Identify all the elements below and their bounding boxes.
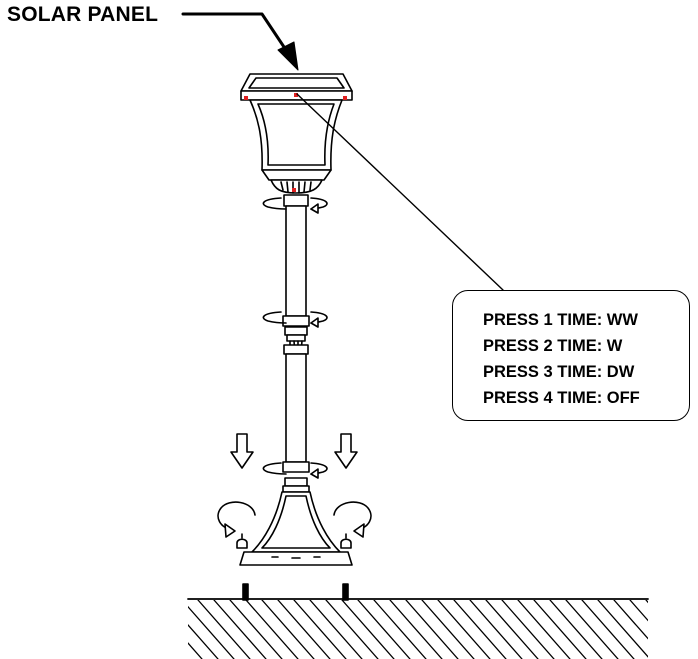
down-arrow-icon xyxy=(334,433,358,469)
hatch-line xyxy=(293,600,347,659)
rotate-arrow-icon xyxy=(333,501,372,538)
hatch-line xyxy=(245,600,299,659)
hatch-line xyxy=(662,600,698,659)
mode-callout-leader xyxy=(296,93,504,291)
lower-pole xyxy=(282,344,310,473)
hatch-line xyxy=(229,600,283,659)
down-arrow-icon xyxy=(230,433,254,469)
hatch-line xyxy=(197,600,251,659)
hatch-line xyxy=(533,600,587,659)
hatch-line xyxy=(469,600,523,659)
mode-item: PRESS 3 TIME: DW xyxy=(483,363,635,381)
rotate-arrow-icon xyxy=(262,462,328,479)
upper-pole xyxy=(282,194,310,327)
hatch-line xyxy=(188,623,219,659)
hatch-line xyxy=(694,600,698,659)
hatch-line xyxy=(549,600,603,659)
mode-list: PRESS 1 TIME: WW PRESS 2 TIME: W PRESS 3… xyxy=(483,307,640,411)
rotate-arrow-icon xyxy=(262,197,328,214)
hatch-line xyxy=(188,605,235,659)
hatch-line xyxy=(389,600,443,659)
lamp-head xyxy=(240,73,353,194)
hatch-line xyxy=(501,600,555,659)
hatch-line xyxy=(325,600,379,659)
hatch-line xyxy=(645,600,648,604)
hatch-line xyxy=(357,600,411,659)
hatch-line xyxy=(517,600,571,659)
hatch-line xyxy=(213,600,267,659)
ground-stake xyxy=(242,583,249,601)
hatch-line xyxy=(613,600,648,640)
mode-callout-box: PRESS 1 TIME: WW PRESS 2 TIME: W PRESS 3… xyxy=(452,290,690,421)
hatch-line xyxy=(453,600,507,659)
button-marker-icon xyxy=(244,93,347,192)
rotate-arrow-icon xyxy=(262,311,328,328)
solar-panel-label: SOLAR PANEL xyxy=(7,3,159,26)
screw-icon xyxy=(236,533,248,549)
hatch-line xyxy=(437,600,491,659)
ground-stake xyxy=(342,583,349,601)
rotate-arrow-icon xyxy=(217,501,256,538)
ground-hatching xyxy=(187,598,698,659)
solar-panel-arrow xyxy=(181,12,299,71)
hatch-line xyxy=(678,600,698,659)
hatch-line xyxy=(309,600,363,659)
mode-item: PRESS 2 TIME: W xyxy=(483,337,623,355)
hatch-line xyxy=(629,600,648,622)
mode-item: PRESS 4 TIME: OFF xyxy=(483,389,640,407)
hatch-line xyxy=(581,600,635,659)
hatch-line xyxy=(597,600,648,658)
lamp-base xyxy=(239,477,353,566)
hatch-line xyxy=(565,600,619,659)
hatch-line xyxy=(188,642,203,659)
hatch-line xyxy=(405,600,459,659)
hatch-line xyxy=(421,600,475,659)
screw-icon xyxy=(340,533,352,549)
hatch-line xyxy=(485,600,539,659)
hatch-line xyxy=(277,600,331,659)
hatch-line xyxy=(261,600,315,659)
mode-item: PRESS 1 TIME: WW xyxy=(483,311,638,329)
hatch-line xyxy=(341,600,395,659)
hatch-line xyxy=(373,600,427,659)
